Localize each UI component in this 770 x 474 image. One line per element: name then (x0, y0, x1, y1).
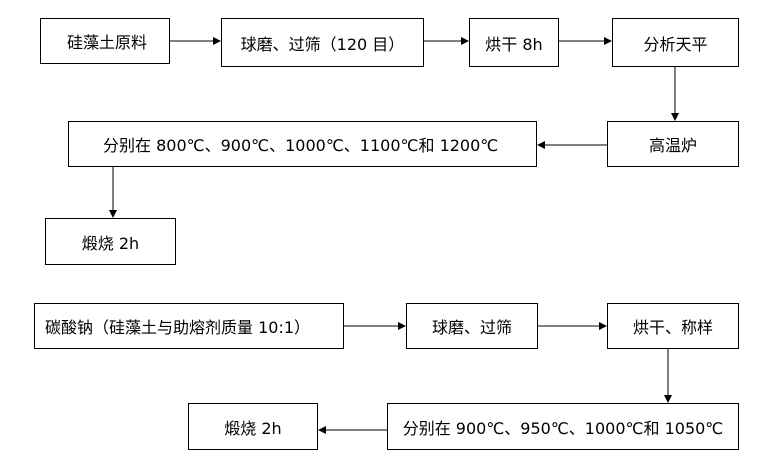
flow2-raw-material-box: 碳酸钠（硅藻土与助熔剂质量 10:1） (34, 303, 344, 349)
flow2-temperatures-box: 分别在 900℃、950℃、1000℃和 1050℃ (387, 403, 739, 450)
flow1-dry-box: 烘干 8h (469, 18, 559, 67)
flow1-temperatures-label: 分别在 800℃、900℃、1000℃、1100℃和 1200℃ (103, 136, 499, 155)
flow1-balance-box: 分析天平 (612, 18, 739, 67)
flow2-ball-mill-label: 球磨、过筛 (431, 318, 512, 337)
flow2-ball-mill-box: 球磨、过筛 (406, 303, 538, 349)
flow1-calcine-box: 煅烧 2h (45, 218, 176, 265)
flow1-dry-label: 烘干 8h (485, 34, 543, 54)
flow2-temperatures-label: 分别在 900℃、950℃、1000℃和 1050℃ (402, 418, 724, 438)
flow2-dry-weigh-label: 烘干、称样 (632, 318, 713, 337)
flow1-balance-label: 分析天平 (643, 34, 708, 54)
flow2-calcine-label: 煅烧 2h (224, 418, 282, 438)
flow1-raw-material-box: 硅藻土原料 (40, 18, 170, 64)
flow2-raw-material-label: 碳酸钠（硅藻土与助熔剂质量 10:1） (45, 318, 311, 337)
flow1-raw-material-label: 硅藻土原料 (67, 33, 148, 52)
flow1-ball-mill-label: 球磨、过筛（120 目） (240, 34, 405, 54)
flow1-calcine-label: 煅烧 2h (81, 233, 140, 253)
flow1-temperatures-box: 分别在 800℃、900℃、1000℃、1100℃和 1200℃ (68, 121, 537, 167)
flow2-calcine-box: 煅烧 2h (188, 403, 318, 450)
flow1-ball-mill-box: 球磨、过筛（120 目） (221, 18, 424, 67)
flow1-furnace-box: 高温炉 (607, 121, 739, 167)
flow1-furnace-label: 高温炉 (648, 136, 697, 155)
flow2-dry-weigh-box: 烘干、称样 (607, 303, 739, 349)
